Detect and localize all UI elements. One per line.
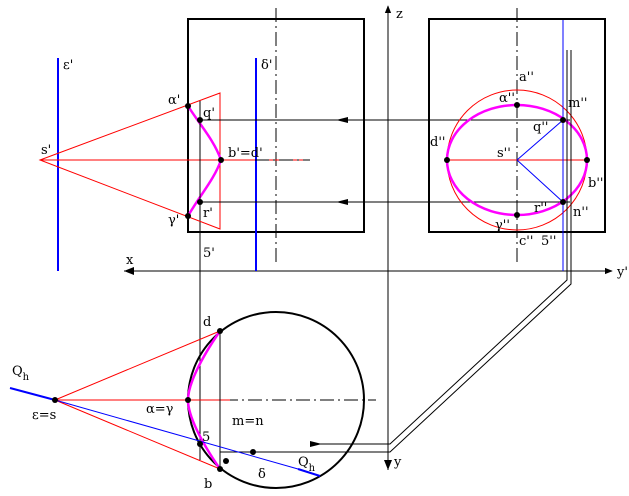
label-s-front: s' xyxy=(41,143,51,158)
label-z-axis: z xyxy=(396,7,403,22)
point-b-front xyxy=(218,157,224,163)
point-gamma-front xyxy=(185,213,191,219)
link-arrow-q xyxy=(336,117,348,123)
label-n-side: n'' xyxy=(573,205,589,220)
top-generator-upper xyxy=(54,330,221,401)
point-alpha-side xyxy=(514,102,520,108)
point-mn-top xyxy=(250,449,256,455)
label-five-front: 5' xyxy=(203,246,215,261)
point-delta-top xyxy=(223,458,229,464)
label-r-front: r' xyxy=(203,206,213,221)
label-five-side: 5'' xyxy=(541,234,556,249)
front-section-curve xyxy=(186,105,223,217)
point-apex-top xyxy=(52,397,58,403)
label-epsilon-front: ε' xyxy=(63,58,73,73)
point-d-side xyxy=(444,157,450,163)
label-x-axis: x xyxy=(126,253,134,268)
label-delta-front: δ' xyxy=(261,58,272,73)
label-m-side: m'' xyxy=(568,96,587,111)
transfer-line-inner xyxy=(220,271,572,453)
label-alpha-side: α'' xyxy=(499,91,515,106)
point-alpha-front xyxy=(185,103,191,109)
label-gamma-front: γ' xyxy=(168,213,179,228)
label-d-side: d'' xyxy=(430,135,445,150)
label-y-right-axis: y' xyxy=(616,265,628,280)
label-alpha-gamma-top: α=γ xyxy=(146,402,174,417)
label-qh-left: Qh xyxy=(12,364,30,383)
side-radius-m xyxy=(516,119,564,161)
point-five-top xyxy=(197,441,203,447)
label-b-top: b xyxy=(204,477,212,491)
label-apex-top: ε=s xyxy=(32,408,56,423)
transfer-line-outer xyxy=(320,271,568,445)
link-arrow-r xyxy=(336,199,348,205)
point-alpha-top xyxy=(185,397,191,403)
label-bd-front: b'=d' xyxy=(228,146,263,161)
label-y-down-axis: y xyxy=(393,455,402,470)
point-d-top xyxy=(217,328,223,334)
label-b-side: b'' xyxy=(588,176,603,191)
label-delta-top: δ xyxy=(258,467,266,482)
label-q-side: q'' xyxy=(533,120,548,135)
label-gamma-side: γ'' xyxy=(495,218,510,233)
plane-trace-right xyxy=(297,468,321,477)
label-qh-right: Qh xyxy=(298,455,316,474)
top-generator-lower xyxy=(54,399,221,470)
point-b-top xyxy=(217,466,223,472)
point-b-side xyxy=(584,157,590,163)
label-q-front: q' xyxy=(203,106,215,121)
point-n-side xyxy=(560,199,566,205)
label-a-side: a'' xyxy=(519,70,534,85)
point-m-side xyxy=(560,117,566,123)
plane-trace-left xyxy=(9,387,56,401)
label-c-side: c'' xyxy=(519,234,533,249)
label-alpha-front: α' xyxy=(168,93,180,108)
side-radius-n xyxy=(516,159,564,203)
transfer-arrow xyxy=(310,441,322,447)
point-gamma-side xyxy=(514,212,520,218)
plane-trace-middle xyxy=(54,399,299,470)
label-five-top: 5 xyxy=(202,430,210,445)
x-axis-arrowhead xyxy=(124,267,134,275)
label-s-side: s'' xyxy=(497,146,511,161)
y-axis-arrowhead xyxy=(384,460,392,470)
label-d-top: d xyxy=(203,315,211,330)
label-r-side: r'' xyxy=(534,201,547,216)
label-mn-top: m=n xyxy=(232,414,264,429)
